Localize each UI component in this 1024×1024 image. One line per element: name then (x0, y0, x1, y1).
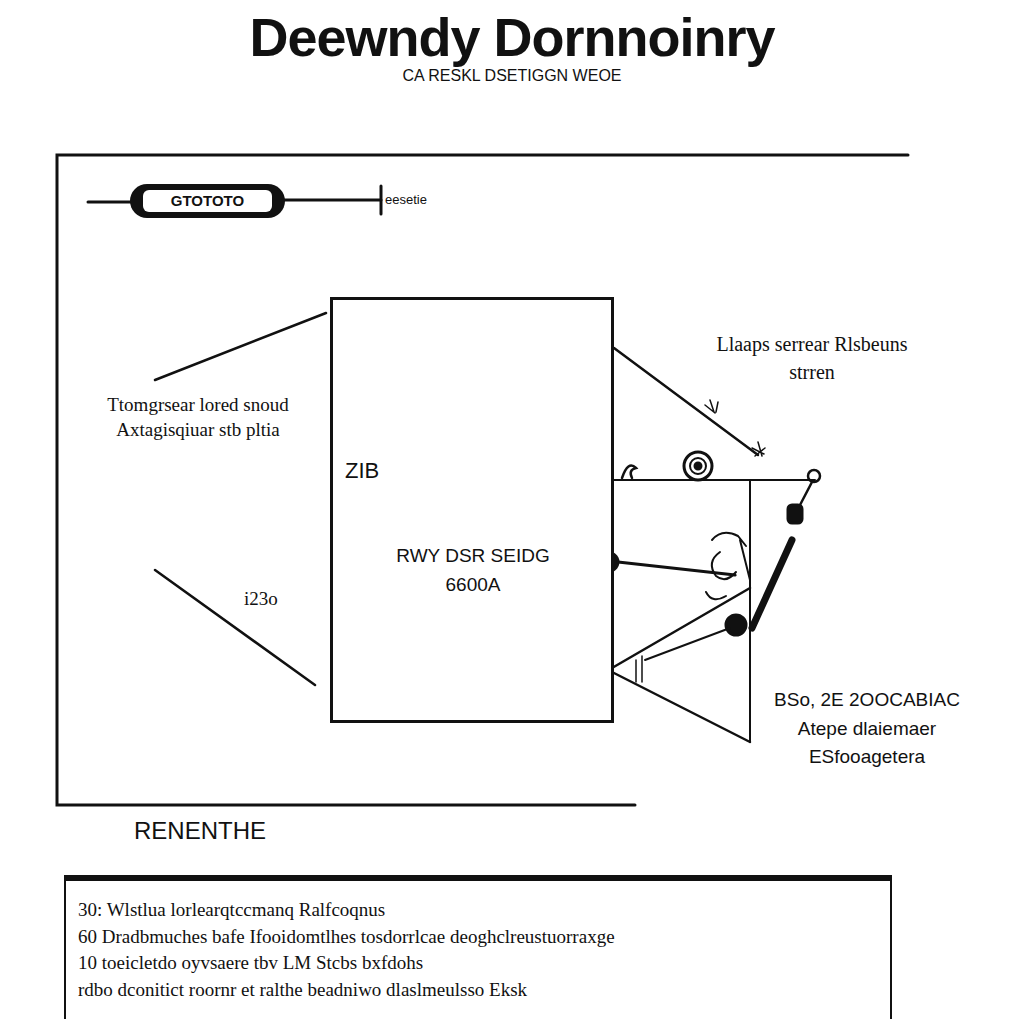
lead-wire (88, 201, 132, 204)
callout-number: i23o (244, 588, 304, 611)
dial (684, 452, 712, 480)
dial (690, 458, 706, 474)
clamp (706, 533, 750, 599)
handle (752, 540, 792, 628)
knob (726, 615, 746, 635)
note-row: 60 Dradbmuches bafe Ifooidomtlhes tosdor… (66, 924, 890, 951)
dial (695, 463, 701, 469)
leader-line (155, 570, 315, 685)
note-row: 10 toeicletdo oyvsaere tbv LM Stcbs bxfd… (66, 950, 890, 977)
pivot (808, 470, 820, 482)
support-line (641, 656, 643, 682)
process-box: ZIB RWY DSR SEIDG 6600A (330, 297, 614, 723)
spark (705, 400, 765, 456)
rod (618, 562, 735, 575)
notes-box: 30: Wlstlua lorlearqtccmanq Ralfcoqnus60… (64, 877, 892, 1019)
support-line (612, 672, 750, 742)
lead-wire (284, 199, 381, 202)
resistor-band (143, 190, 272, 212)
title: Deewndy Dornnoinry (0, 6, 1024, 68)
subtitle: CA RESKL DSETIGGN WEOE (262, 66, 762, 85)
rod (645, 628, 730, 660)
hook (622, 466, 636, 478)
support-line (749, 480, 751, 742)
shelf-line (614, 479, 815, 481)
leader-line (155, 313, 326, 380)
support-line (612, 588, 750, 668)
section-heading: RENENTHE (134, 817, 394, 846)
terminal-label: eesetie (385, 192, 465, 208)
resistor-symbol (130, 184, 285, 218)
callout-text: Llaaps serrear Rlsbeuns strren (712, 330, 912, 386)
rod (800, 482, 812, 505)
callout-text: BSo, 2E 2OOCABIAC Atepe dlaiemaer ESfooa… (762, 686, 972, 772)
resistor-label: GTOTOTO (143, 190, 272, 212)
clip (788, 505, 802, 523)
note-row: rdbo dconitict roornr et ralthe beadniwo… (66, 977, 890, 1004)
terminal-tick (380, 186, 383, 214)
leader-line (614, 348, 758, 455)
note-row: 30: Wlstlua lorlearqtccmanq Ralfcoqnus (66, 897, 890, 924)
box-label: RWY DSR SEIDG 6600A (373, 542, 573, 599)
support-line (635, 660, 637, 682)
callout-text: Ttomgrsear lored snoud Axtagisqiuar stb … (62, 393, 334, 442)
box-id: ZIB (345, 458, 379, 484)
